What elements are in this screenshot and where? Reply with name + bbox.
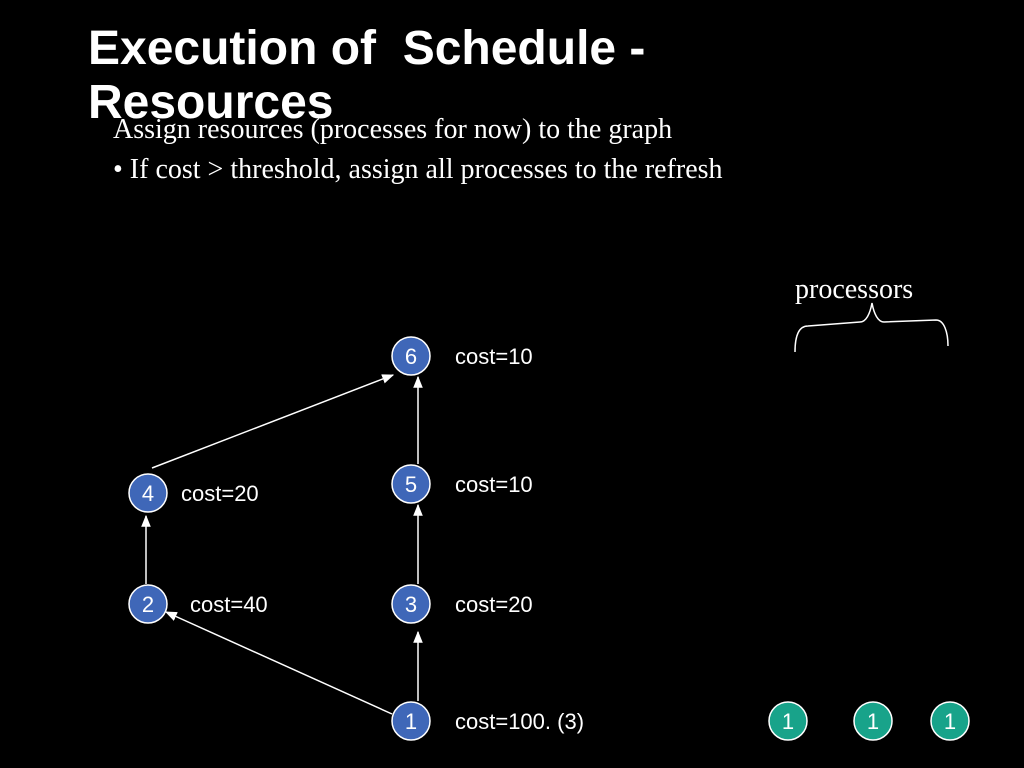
bullet-list: Assign resources (processes for now) to … bbox=[113, 110, 1013, 190]
processor-label: 1 bbox=[944, 709, 956, 734]
node-label: 1 bbox=[405, 709, 417, 734]
processor-label: 1 bbox=[867, 709, 879, 734]
processor-circle bbox=[930, 701, 970, 741]
node-label: 4 bbox=[142, 481, 154, 506]
node-circle bbox=[391, 464, 431, 504]
node-circle bbox=[391, 584, 431, 624]
processor-circle bbox=[768, 701, 808, 741]
node-label: 3 bbox=[405, 592, 417, 617]
processor-circle bbox=[853, 701, 893, 741]
node-circle bbox=[128, 584, 168, 624]
graph-node-2: 2 cost=40 bbox=[128, 584, 268, 624]
node-circle bbox=[391, 336, 431, 376]
edges bbox=[141, 374, 423, 715]
node-cost-label: cost=20 bbox=[181, 481, 259, 506]
graph-node-5: 5 cost=10 bbox=[391, 464, 533, 504]
processor-node: 1 bbox=[930, 701, 970, 741]
processor-node: 1 bbox=[768, 701, 808, 741]
node-cost-label: cost=10 bbox=[455, 344, 533, 369]
node-cost-label: cost=20 bbox=[455, 592, 533, 617]
bullet-item: • If cost > threshold, assign all proces… bbox=[113, 154, 723, 185]
processor-node: 1 bbox=[853, 701, 893, 741]
node-cost-label: cost=10 bbox=[455, 472, 533, 497]
graph-node-1: 1 cost=100. (3) bbox=[391, 701, 584, 741]
edge-1-to-2 bbox=[164, 611, 393, 715]
nodes: 6 cost=10 5 cost=10 4 cost=20 2 cost=40 3 cost=20… bbox=[128, 336, 584, 741]
graph-node-4: 4 cost=20 bbox=[128, 473, 259, 513]
processors-label: processors bbox=[795, 274, 914, 305]
node-label: 6 bbox=[405, 344, 417, 369]
node-circle bbox=[391, 701, 431, 741]
processors: 1 1 1 bbox=[768, 701, 970, 741]
node-label: 2 bbox=[142, 592, 154, 617]
node-label: 5 bbox=[405, 472, 417, 497]
graph-node-6: 6 cost=10 bbox=[391, 336, 533, 376]
slide-title: Execution of Schedule - Resources bbox=[88, 22, 646, 129]
bullet-item: Assign resources (processes for now) to … bbox=[113, 114, 673, 145]
node-cost-label: cost=100. (3) bbox=[455, 709, 584, 734]
graph-node-3: 3 cost=20 bbox=[391, 584, 533, 624]
node-circle bbox=[128, 473, 168, 513]
processors-brace bbox=[794, 302, 949, 353]
edge-4-to-6 bbox=[151, 374, 395, 469]
processor-label: 1 bbox=[782, 709, 794, 734]
node-cost-label: cost=40 bbox=[190, 592, 268, 617]
